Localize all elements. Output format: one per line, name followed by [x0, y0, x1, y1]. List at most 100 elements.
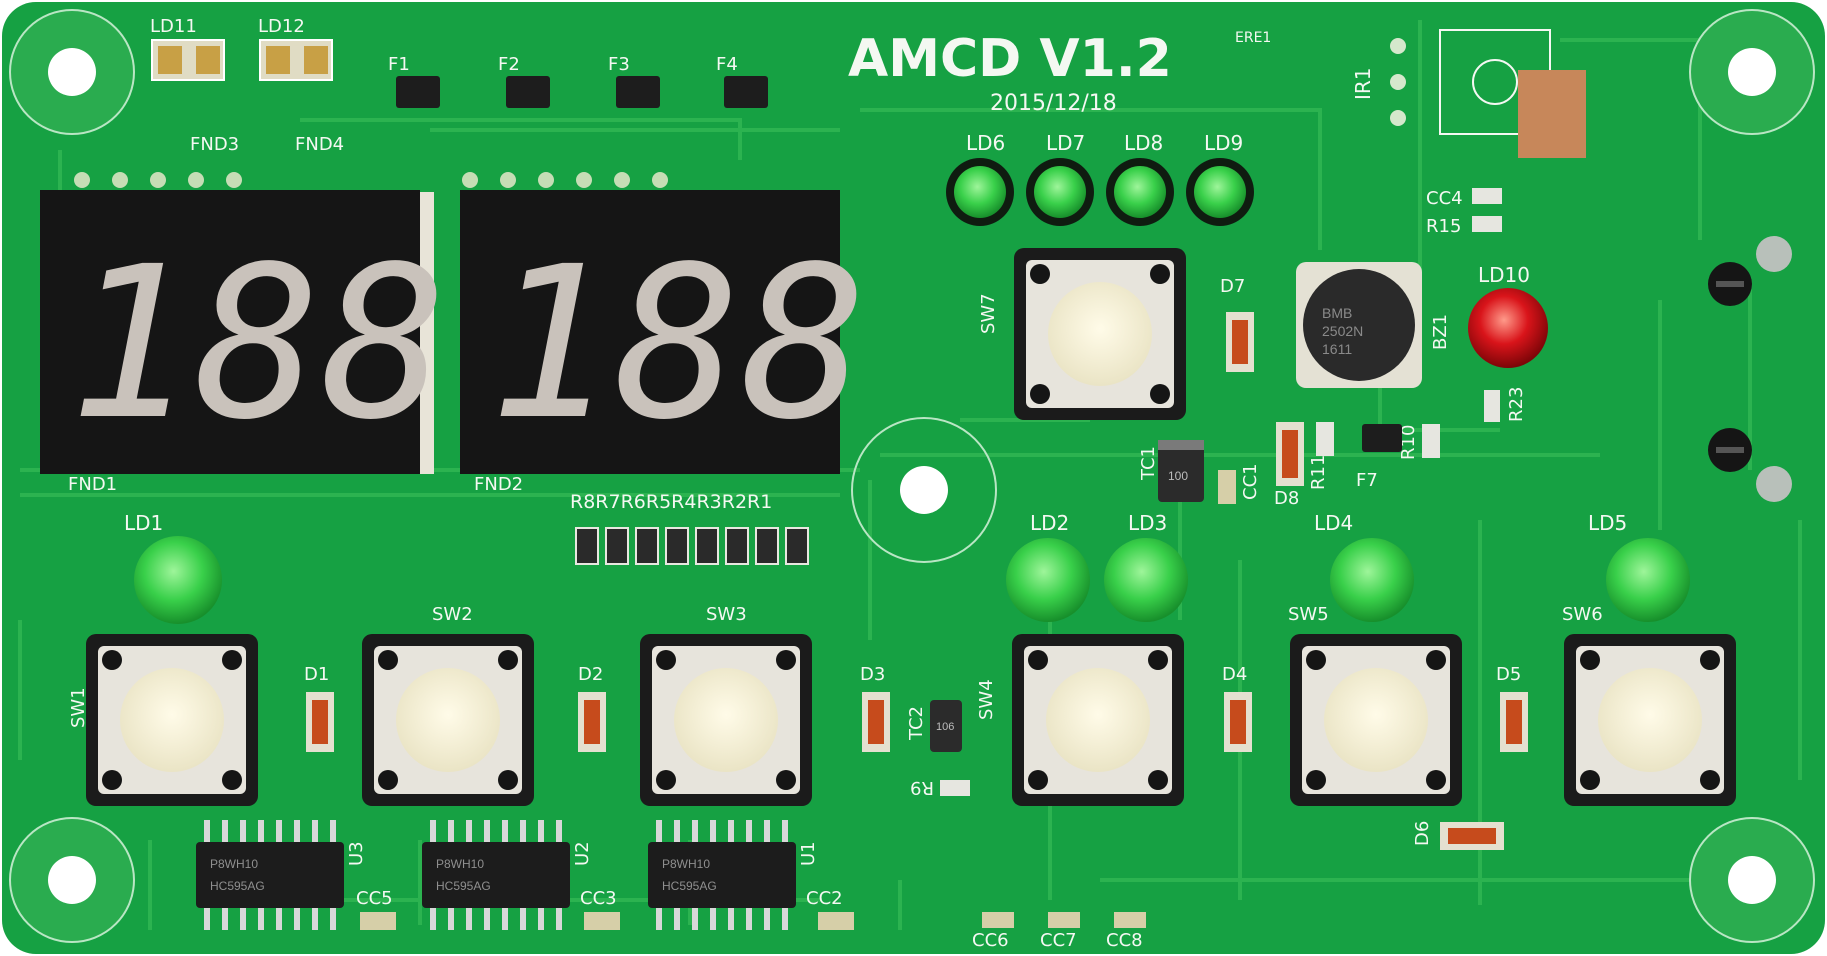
led-ld7: LD7 [1026, 131, 1094, 226]
cc2-label: CC2 [806, 888, 843, 909]
fnd3-label: FND3 [190, 134, 239, 155]
cc8-label: CC8 [1106, 930, 1143, 951]
ld4-label: LD4 [1314, 511, 1353, 535]
d1-label: D1 [304, 664, 329, 685]
cap-cc1: CC1 [1218, 463, 1261, 504]
indicator-ld11: LD11 [150, 16, 225, 81]
display-headers [74, 172, 668, 188]
sw3-label: SW3 [706, 604, 747, 625]
resistor-r23: R23 [1484, 387, 1527, 422]
ld11-label: LD11 [150, 16, 197, 37]
d2-label: D2 [578, 664, 603, 685]
buzzer-marking-2: 2502N [1322, 323, 1363, 339]
fnd2-label: FND2 [474, 474, 523, 495]
fnd2-digits: 188 [488, 221, 867, 466]
u1-marking-2: P8WH10 [662, 857, 710, 871]
tc2-label: TC2 [906, 706, 927, 741]
cap-tc1: 100 TC1 [1138, 440, 1204, 502]
diode-d1: D1 [304, 664, 334, 752]
ir-receiver-ir1: IR1 [1351, 29, 1586, 158]
fuse-f3: F3 [608, 54, 660, 108]
ir1-label: IR1 [1351, 67, 1375, 100]
sw6-label: SW6 [1562, 604, 1603, 625]
sw4-label: SW4 [976, 679, 997, 720]
led-ld4: LD4 [1314, 511, 1414, 622]
diode-d7: D7 [1220, 276, 1254, 372]
u1-marking-1: HC595AG [662, 879, 717, 893]
ld2-label: LD2 [1030, 511, 1069, 535]
cap-cc2: CC2 [806, 888, 854, 930]
fuse-f4-label: F4 [716, 54, 738, 75]
fnd1-label: FND1 [68, 474, 117, 495]
diode-d2: D2 [578, 664, 606, 752]
tc1-label: TC1 [1138, 446, 1159, 481]
resistor-r9: R9 [910, 777, 970, 798]
ld12-label: LD12 [258, 16, 305, 37]
board-date: 2015/12/18 [990, 91, 1117, 116]
cap-cc4: CC4 [1426, 188, 1502, 209]
led-ld2: LD2 [1006, 511, 1090, 622]
switch-sw7[interactable]: SW7 [978, 248, 1186, 420]
u3-label: U3 [346, 841, 367, 866]
u3-marking-2: P8WH10 [210, 857, 258, 871]
resistor-bank: R8R7R6R5R4R3R2R1 [570, 491, 809, 565]
resistor-r11: R11 [1308, 422, 1334, 490]
cap-cc8: CC8 [1106, 912, 1146, 951]
u2-marking-2: P8WH10 [436, 857, 484, 871]
cap-cc5: CC5 [356, 888, 396, 930]
board-title: AMCD V1.2 [848, 29, 1172, 89]
d4-label: D4 [1222, 664, 1247, 685]
cc6-label: CC6 [972, 930, 1009, 951]
tc1-marking: 100 [1168, 469, 1188, 483]
ld8-label: LD8 [1124, 131, 1163, 155]
fnd4-label: FND4 [295, 134, 344, 155]
led-ld5: LD5 [1588, 511, 1690, 622]
switch-sw4[interactable]: SW4 [976, 634, 1184, 806]
fuse-f3-label: F3 [608, 54, 630, 75]
switch-sw6[interactable]: SW6 [1562, 604, 1736, 806]
diode-d6: D6 [1412, 821, 1504, 850]
led-ld8: LD8 [1106, 131, 1174, 226]
cap-cc3: CC3 [580, 888, 620, 930]
r10-label: R10 [1398, 425, 1419, 460]
d7-label: D7 [1220, 276, 1245, 297]
ld7-label: LD7 [1046, 131, 1085, 155]
fnd1-digits: 188 [68, 221, 447, 466]
fuse-f1: F1 [388, 54, 440, 108]
f7-label: F7 [1356, 470, 1378, 491]
ic-u3: P8WH10 HC595AG U3 [196, 820, 367, 930]
ld3-label: LD3 [1128, 511, 1167, 535]
ld9-label: LD9 [1204, 131, 1243, 155]
cc7-label: CC7 [1040, 930, 1077, 951]
ic-u2: P8WH10 HC595AG U2 [422, 820, 593, 930]
resistor-bank-label: R8R7R6R5R4R3R2R1 [570, 491, 772, 513]
switch-sw2[interactable]: SW2 [362, 604, 534, 806]
switch-sw3[interactable]: SW3 [640, 604, 812, 806]
switch-sw1[interactable]: SW1 [68, 634, 258, 806]
buzzer-marking-1: BMB [1322, 305, 1352, 321]
cap-cc7: CC7 [1040, 912, 1080, 951]
bz1-label: BZ1 [1430, 314, 1451, 350]
cc1-label: CC1 [1240, 463, 1261, 500]
ld1-label: LD1 [124, 511, 163, 535]
fuse-f2: F2 [498, 54, 550, 108]
d6-label: D6 [1412, 821, 1433, 846]
u2-label: U2 [572, 841, 593, 866]
cap-cc6: CC6 [972, 912, 1014, 951]
fuse-f2-label: F2 [498, 54, 520, 75]
diode-d8: D8 [1274, 422, 1304, 509]
cc5-label: CC5 [356, 888, 393, 909]
led-ld6: LD6 [946, 131, 1014, 226]
indicator-ld12: LD12 [258, 16, 333, 81]
led-ld9: LD9 [1186, 131, 1254, 226]
cc4-label: CC4 [1426, 188, 1463, 209]
diode-d4: D4 [1222, 664, 1252, 752]
tc2-marking: 106 [936, 721, 954, 733]
ic-u1: P8WH10 HC595AG U1 [648, 820, 819, 930]
buzzer-marking-3: 1611 [1322, 341, 1352, 357]
led-ld10: LD10 [1468, 263, 1548, 368]
sw5-label: SW5 [1288, 604, 1329, 625]
led-ld3: LD3 [1104, 511, 1188, 622]
switch-sw5[interactable]: SW5 [1288, 604, 1462, 806]
